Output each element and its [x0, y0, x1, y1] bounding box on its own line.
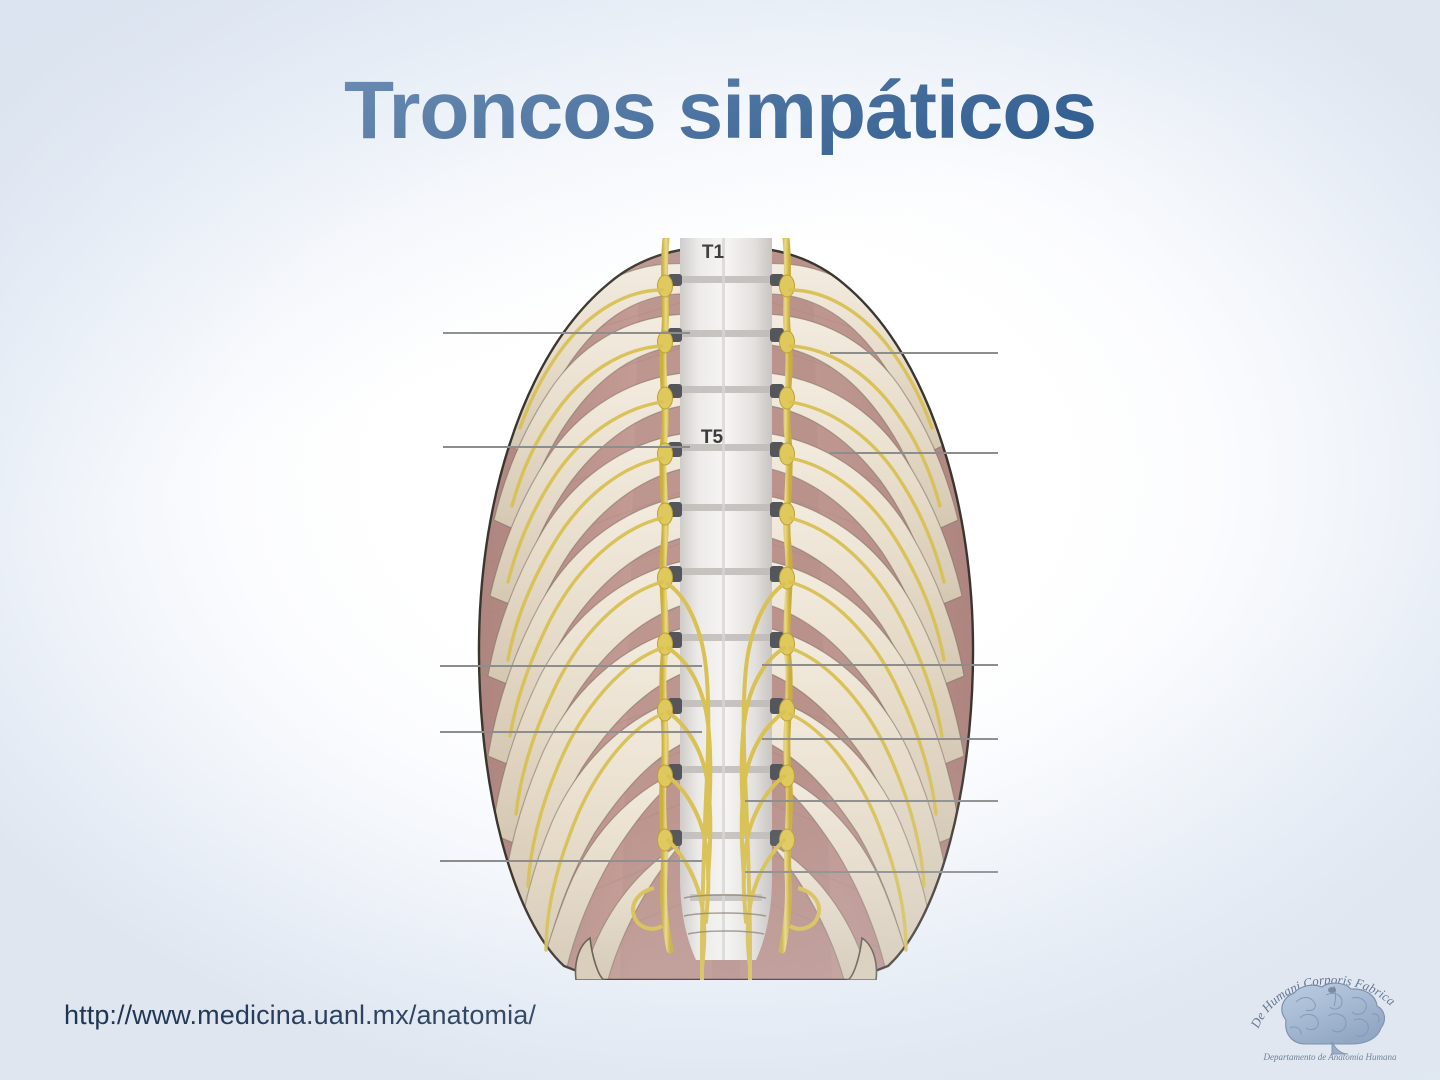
- page-title: Troncos simpáticos: [343, 65, 1097, 156]
- leader-line-right-5: [745, 800, 998, 802]
- leader-line-right-1: [830, 352, 998, 354]
- leader-line-right-6: [745, 871, 998, 873]
- leader-line-left-5: [440, 860, 702, 862]
- splanchnic-nerves: [666, 582, 786, 980]
- leader-line-right-4: [762, 738, 998, 740]
- vertebra-label-t1: T1: [702, 242, 725, 263]
- intercostal-nerves: [506, 288, 946, 952]
- leader-line-right-2: [830, 452, 998, 454]
- thorax-outline: [477, 244, 975, 980]
- spinal-rami: [683, 894, 767, 935]
- source-url[interactable]: http://www.medicina.uanl.mx/anatomia/: [64, 1000, 536, 1030]
- anatomy-figure: T1 T5: [440, 238, 1012, 980]
- logo-bottom-text: Departamento de Anatomía Humana: [1262, 1052, 1397, 1062]
- lower-ganglion-loops: [631, 886, 821, 931]
- leader-line-left-1: [443, 332, 690, 334]
- departamento-anatomia-logo: De Humani Corporis Fabrica: [1248, 962, 1412, 1066]
- brain-icon: [1281, 982, 1386, 1055]
- costal-tips: [574, 936, 878, 980]
- vertebral-column: [668, 238, 784, 960]
- leader-line-left-4: [440, 731, 702, 733]
- leader-line-right-3: [762, 664, 998, 666]
- vertebra-label-t5: T5: [701, 427, 724, 448]
- leader-line-left-3: [440, 665, 702, 667]
- leader-line-left-2: [443, 446, 690, 448]
